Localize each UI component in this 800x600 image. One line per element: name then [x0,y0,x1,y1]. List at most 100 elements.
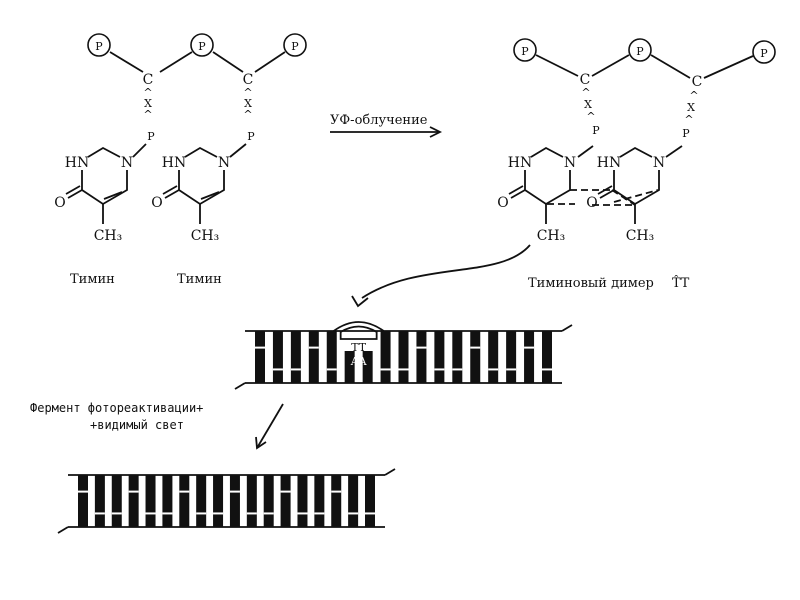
base-pair [470,331,481,383]
phosphate-circle [190,33,214,57]
glycosidic-bond [132,143,147,158]
base-pair [145,475,156,527]
base-pair [348,475,359,527]
base-pair [488,331,499,383]
backbone-bond [159,51,193,73]
hydrogen-bond-gap [470,346,481,349]
base-pair [434,331,445,383]
curved-arrow-head [351,295,369,308]
ring-n: N [564,155,576,171]
sugar-link: X [584,98,592,111]
phosphate-circle [752,40,776,64]
hydrogen-bond-gap [308,346,319,349]
base-pair [246,475,257,527]
base-pair [331,475,342,527]
hydrogen-bond-gap [246,512,257,515]
sugar-link: P [147,130,155,143]
sugar-link: ^ [143,86,152,99]
hydrogen-bond-gap [398,368,409,371]
base-pair [398,331,409,383]
methyl: CH₃ [191,228,220,244]
phosphate-label: P [521,45,529,58]
ring-o: O [586,195,597,211]
sugar-link: X [687,101,695,114]
hydrogen-bond-gap [452,368,463,371]
glycosidic-bond [665,145,683,158]
cyclobutane-bond [547,189,659,206]
base-pair [128,475,139,527]
phosphate-label: P [198,40,206,53]
base-pair [229,475,240,527]
curved-arrow [361,244,531,299]
sugar-carbon: C [243,72,254,88]
repair-arrow-line [256,403,284,449]
ring-bond [619,146,653,158]
enzyme-label-line1: Фермент фотореактивации+ [30,401,203,415]
backbone-bond [703,55,754,79]
hydrogen-bond-gap [297,512,308,515]
ring-hn: HN [508,155,532,171]
dimer-bridge [339,325,378,340]
hydrogen-bond-gap [365,512,375,515]
base-pair [162,475,173,527]
phosphate-label: P [760,47,768,60]
ring-bond [524,170,571,206]
base-pair [94,475,105,527]
double-bond [200,191,220,200]
base-pair [506,331,517,383]
base-pair [255,331,265,383]
glycosidic-bond [577,145,594,158]
sugar-link: ^ [586,110,595,123]
ring-o: O [497,195,508,211]
hydrogen-bond-gap [162,512,173,515]
phosphate-circle [628,38,652,62]
hydrogen-bond-gap [255,346,265,349]
methyl: CH₃ [94,228,123,244]
ring-n: N [121,155,133,171]
backbone-bond [535,54,579,77]
base-pair [380,331,391,383]
base-pair [326,331,337,383]
hydrogen-bond-gap [280,490,291,493]
ring-o: O [151,195,162,211]
hydrogen-bond-gap [196,512,207,515]
hydrogen-bond-gap [506,368,517,371]
sugar-link: P [247,130,255,143]
sugar-link: P [592,124,600,137]
carbonyl-bond [65,185,81,195]
sugar-carbon: C [580,72,591,88]
backbone-bond [591,54,630,77]
sugar-carbon: C [143,72,154,88]
adenine-label: AA [350,355,368,368]
base-pair [290,331,301,383]
base-pair [78,475,88,527]
sugar-link: ^ [689,89,698,102]
phosphate-label: P [95,40,103,53]
hydrogen-bond-gap [94,512,105,515]
thymine-label-1: Тимин [70,272,115,287]
hydrogen-bond-gap [488,368,499,371]
base-pair [365,475,375,527]
phosphate-label: P [291,40,299,53]
backbone-bond [212,51,244,73]
hydrogen-bond-gap [434,368,445,371]
base-pair [280,475,291,527]
ring-hn: HN [162,155,186,171]
dimer-label: Тиминовый димер [528,276,654,291]
pyrimidine-ring: HN N O CH₃ [151,146,230,244]
ring-bond [184,146,218,158]
uv-label: УФ-облучение [330,113,428,128]
hydrogen-bond-gap [263,512,274,515]
base-pair [308,331,319,383]
hydrogen-bond-gap [145,512,156,515]
carbonyl-bond [164,189,180,199]
repair-arrow-head [255,436,267,450]
backbone-bond [109,51,144,73]
double-bond [103,191,123,200]
ring-n: N [218,155,230,171]
carbonyl-bond [510,189,526,199]
carbonyl-bond [508,185,524,195]
ring-bond [530,146,564,158]
